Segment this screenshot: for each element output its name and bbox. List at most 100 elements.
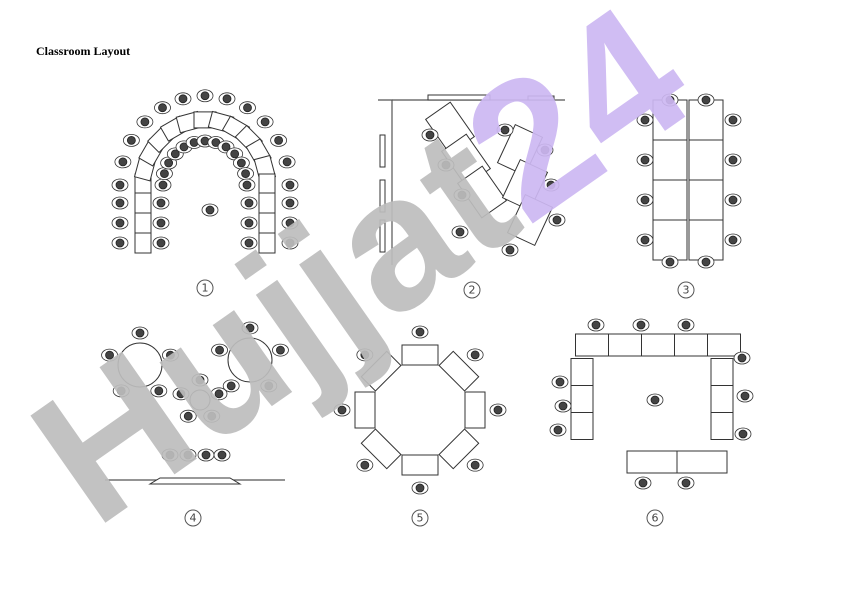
table <box>456 165 508 219</box>
person-figure <box>270 133 288 147</box>
person-figure <box>496 123 514 137</box>
round-table <box>117 342 163 388</box>
person-figure <box>724 153 742 167</box>
layout-number-label: 3 <box>683 284 690 297</box>
person-figure <box>154 178 172 192</box>
table <box>652 179 688 221</box>
person-figure <box>201 203 219 217</box>
watermark-main: Hujjat <box>0 87 551 563</box>
person-figure <box>174 92 192 106</box>
table <box>608 333 642 357</box>
person-figure <box>542 178 560 192</box>
person-figure <box>636 233 654 247</box>
table <box>134 192 152 214</box>
person-figure <box>154 101 171 115</box>
person-figure <box>211 343 228 357</box>
table <box>570 358 594 386</box>
person-figure <box>160 156 178 170</box>
person-figure <box>238 178 256 192</box>
layout-number-label: 5 <box>417 512 424 525</box>
person-figure <box>150 384 168 398</box>
table <box>134 212 152 234</box>
table <box>464 391 486 429</box>
person-figure <box>489 403 507 417</box>
table <box>360 350 402 392</box>
table <box>506 193 554 247</box>
person-figure <box>240 236 258 250</box>
layout-1 <box>111 89 299 254</box>
person-figure <box>733 351 751 365</box>
person-figure <box>111 178 129 192</box>
person-figure <box>122 133 140 147</box>
person-figure <box>218 92 236 106</box>
person-figure <box>260 379 278 393</box>
svg-text:Hujjat24: Hujjat2 4 <box>0 0 724 564</box>
person-figure <box>548 213 566 227</box>
person-figure <box>724 113 742 127</box>
person-figure <box>356 458 374 472</box>
table <box>354 391 376 429</box>
layout-number-label: 6 <box>652 512 659 525</box>
person-figure <box>501 243 519 257</box>
layout-5 <box>333 325 507 495</box>
table <box>652 219 688 261</box>
person-figure <box>634 476 652 490</box>
person-figure <box>549 423 567 437</box>
person-figure <box>333 403 351 417</box>
table <box>710 385 734 413</box>
table <box>674 333 708 357</box>
layout-6 <box>549 318 754 490</box>
person-figure <box>724 193 742 207</box>
person-figure <box>281 196 299 210</box>
person-figure <box>136 115 154 129</box>
person-figure <box>111 216 129 230</box>
table <box>570 385 594 413</box>
person-figure <box>697 255 715 269</box>
table <box>496 123 544 177</box>
person-figure <box>179 409 197 423</box>
person-figure <box>278 155 296 169</box>
table <box>438 350 480 392</box>
person-figure <box>281 236 299 250</box>
person-figure <box>281 216 299 230</box>
table <box>134 232 152 254</box>
table <box>688 219 724 261</box>
person-figure <box>131 326 149 340</box>
person-figure <box>161 448 179 462</box>
person-figure <box>256 115 274 129</box>
person-figure <box>162 348 179 362</box>
person-figure <box>734 427 752 441</box>
person-figure <box>213 448 231 462</box>
table <box>401 344 439 366</box>
layout-number-4: 4 <box>184 509 202 527</box>
layout-number-label: 2 <box>469 284 476 297</box>
person-figure <box>636 193 654 207</box>
table <box>401 454 439 476</box>
person-figure <box>210 387 228 401</box>
person-figure <box>587 318 605 332</box>
document-title: Classroom Layout <box>36 44 131 58</box>
person-figure <box>241 321 259 335</box>
person-figure <box>152 196 170 210</box>
person-figure <box>179 448 197 462</box>
table <box>501 158 549 212</box>
person-figure <box>191 373 209 387</box>
table <box>570 412 594 440</box>
person-figure <box>172 387 190 401</box>
person-figure <box>166 147 184 161</box>
layout-number-label: 4 <box>190 512 197 525</box>
table <box>652 99 688 141</box>
table <box>360 428 402 470</box>
person-figure <box>239 101 256 115</box>
person-figure <box>677 318 695 332</box>
person-figure <box>677 476 695 490</box>
table <box>258 232 276 254</box>
table <box>688 139 724 181</box>
person-figure <box>226 147 244 161</box>
person-figure <box>636 113 654 127</box>
person-figure <box>114 155 132 169</box>
layout-2 <box>378 94 566 265</box>
person-figure <box>661 93 679 107</box>
layout-4 <box>101 321 289 485</box>
